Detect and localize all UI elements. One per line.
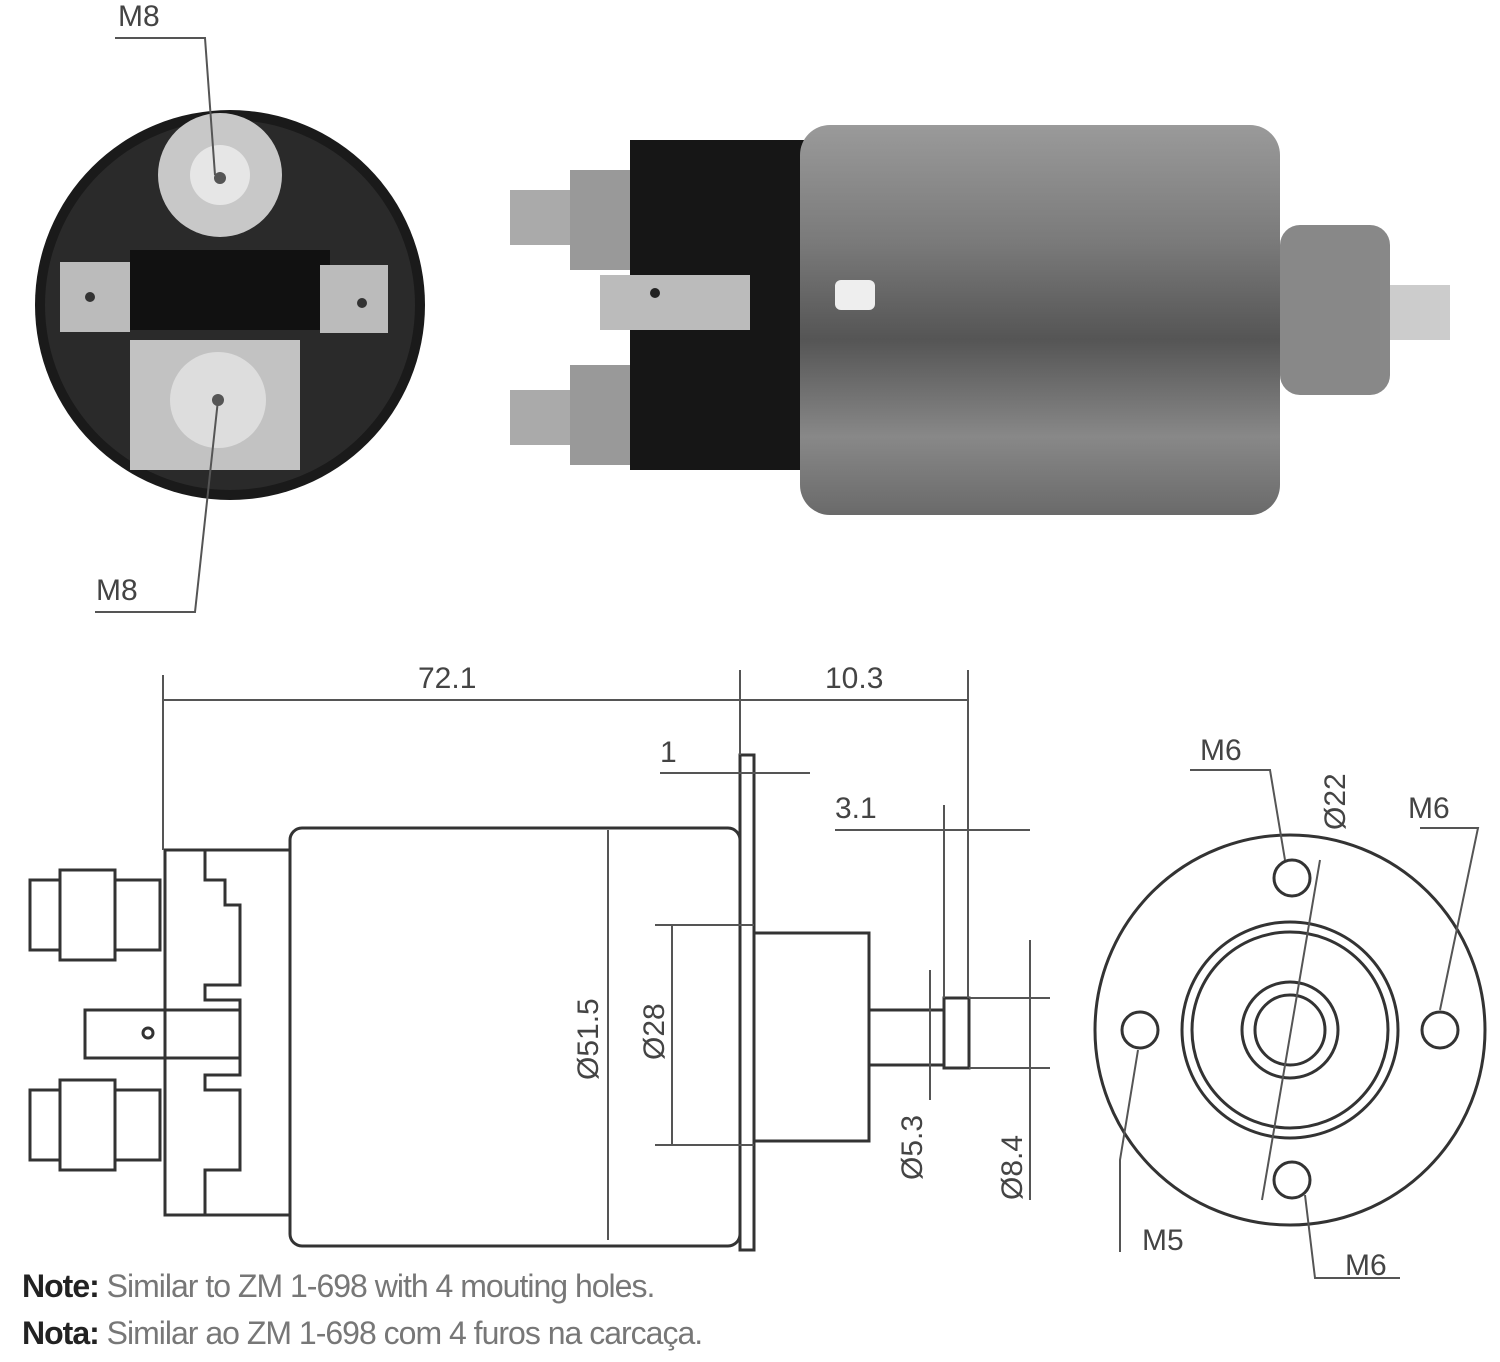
label-m8-top: M8 (118, 0, 160, 33)
note-prefix: Note: (22, 1268, 100, 1304)
dim-3-1: 3.1 (835, 792, 877, 825)
photo-end-view (35, 110, 425, 500)
dim-1: 1 (660, 736, 677, 769)
label-m8-bottom: M8 (96, 574, 138, 607)
end-view-drawing (1093, 769, 1487, 1279)
dim-d8-4: Ø8.4 (996, 1135, 1029, 1200)
dim-d5-3: Ø5.3 (896, 1115, 929, 1180)
dim-10-3: 10.3 (825, 662, 883, 695)
dim-d51-5: Ø51.5 (572, 998, 605, 1080)
label-m6-bottom-right: M6 (1345, 1249, 1387, 1282)
dim-72-1: 72.1 (418, 662, 476, 695)
side-drawing (28, 753, 971, 1252)
label-m6-top-left: M6 (1200, 734, 1242, 767)
note-portuguese: Nota: Similar ao ZM 1-698 com 4 furos na… (22, 1315, 703, 1352)
label-m6-top-right: M6 (1408, 792, 1450, 825)
dim-d28: Ø28 (638, 1003, 671, 1060)
note-prefix: Nota: (22, 1315, 100, 1351)
note-text: Similar to ZM 1-698 with 4 mouting holes… (98, 1268, 656, 1304)
photo-leaders (95, 37, 219, 613)
label-m5-bottom-left: M5 (1142, 1224, 1184, 1257)
dimension-lines (162, 670, 1050, 1240)
note-text: Similar ao ZM 1-698 com 4 furos na carca… (98, 1315, 703, 1351)
label-d22: Ø22 (1319, 773, 1352, 830)
photo-side-view (510, 125, 1450, 515)
note-english: Note: Similar to ZM 1-698 with 4 mouting… (22, 1268, 656, 1305)
